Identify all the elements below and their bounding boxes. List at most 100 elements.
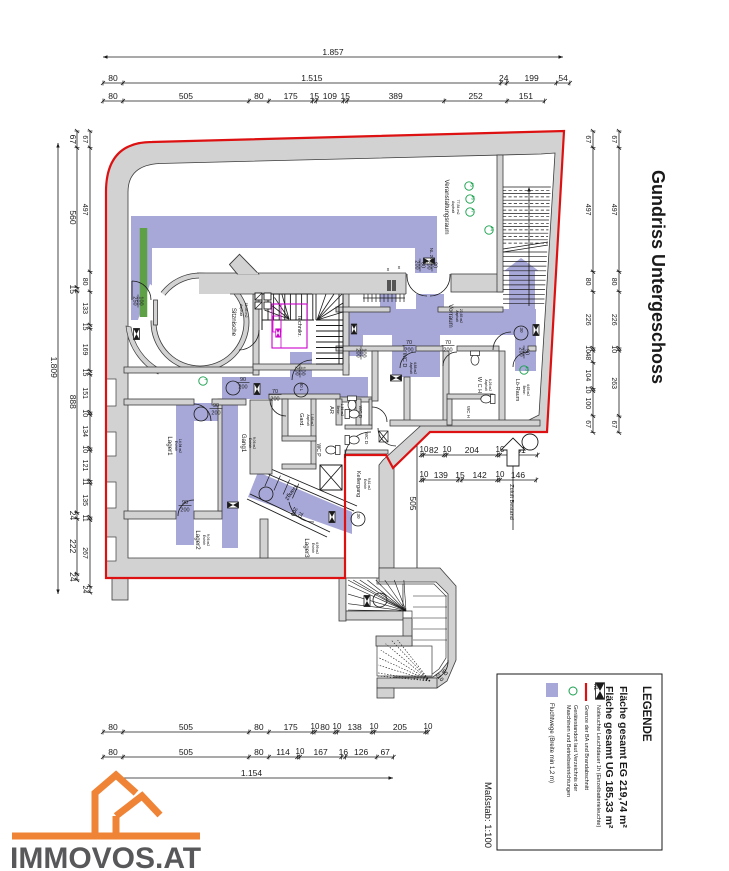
svg-text:15,56 m2: 15,56 m2: [244, 303, 248, 318]
svg-text:Asphalt: Asphalt: [451, 201, 455, 213]
svg-text:10: 10: [296, 747, 305, 756]
svg-text:15: 15: [310, 91, 320, 101]
svg-text:80: 80: [320, 722, 330, 732]
svg-text:151: 151: [519, 91, 533, 101]
svg-text:200: 200: [293, 366, 299, 375]
svg-text:1.809: 1.809: [49, 357, 59, 379]
svg-text:200: 200: [211, 411, 220, 417]
svg-text:Lager2: Lager2: [194, 530, 201, 550]
svg-text:10: 10: [311, 722, 320, 731]
svg-text:Gundriss Untergeschoss: Gundriss Untergeschoss: [648, 170, 668, 384]
svg-text:15: 15: [68, 284, 78, 294]
svg-text:200: 200: [517, 347, 523, 356]
svg-text:6,26 m2: 6,26 m2: [488, 379, 492, 391]
svg-text:80: 80: [254, 722, 264, 732]
svg-text:175: 175: [284, 91, 298, 101]
svg-text:43: 43: [525, 366, 530, 372]
svg-text:90: 90: [440, 669, 449, 678]
svg-text:888: 888: [68, 395, 78, 409]
svg-text:47: 47: [471, 208, 476, 214]
svg-text:45: 45: [470, 182, 475, 188]
svg-text:80: 80: [254, 747, 264, 757]
svg-text:10: 10: [420, 470, 429, 479]
svg-text:15: 15: [455, 470, 465, 480]
svg-text:151: 151: [81, 387, 88, 399]
svg-text:90: 90: [524, 349, 530, 355]
svg-text:252: 252: [469, 91, 483, 101]
svg-text:Zuluft Bestand: Zuluft Bestand: [508, 484, 514, 519]
svg-text:222: 222: [68, 539, 78, 553]
svg-text:67: 67: [81, 135, 88, 143]
svg-text:9,06 m2: 9,06 m2: [206, 534, 210, 546]
svg-text:48: 48: [584, 353, 591, 361]
svg-text:Vorraum: Vorraum: [447, 304, 454, 327]
svg-text:199: 199: [525, 73, 539, 83]
svg-text:24: 24: [68, 511, 78, 521]
svg-text:10: 10: [424, 722, 433, 731]
svg-text:100: 100: [138, 296, 144, 305]
svg-text:9,06 m2: 9,06 m2: [252, 437, 256, 449]
svg-text:Asphalt: Asphalt: [306, 414, 310, 425]
svg-text:80: 80: [81, 278, 88, 286]
svg-text:LEGENDE: LEGENDE: [640, 686, 652, 742]
svg-text:10: 10: [420, 445, 429, 454]
svg-text:9,81 m2: 9,81 m2: [367, 478, 371, 490]
svg-text:226: 226: [610, 314, 617, 326]
svg-text:NL: NL: [592, 684, 598, 691]
svg-text:67: 67: [584, 420, 591, 428]
svg-text:W C H: W C H: [476, 377, 482, 393]
svg-text:23,65 m2: 23,65 m2: [459, 309, 463, 323]
svg-text:200: 200: [404, 348, 413, 354]
svg-text:Sitznische: Sitznische: [230, 308, 237, 337]
svg-text:11: 11: [81, 515, 88, 522]
svg-text:Technikr.: Technikr.: [296, 315, 302, 337]
svg-text:10: 10: [610, 345, 617, 353]
svg-text:80: 80: [432, 262, 438, 268]
svg-text:200: 200: [354, 348, 360, 357]
svg-text:Gerätestandort laut Verzeichni: Gerätestandort laut Verzeichnis der: [572, 705, 578, 791]
svg-text:Fluchtwege (Breite min 1,2 m): Fluchtwege (Breite min 1,2 m): [548, 703, 554, 783]
svg-text:70: 70: [296, 510, 304, 518]
svg-text:Estrich: Estrich: [363, 479, 367, 489]
svg-text:67: 67: [584, 135, 591, 143]
svg-text:4,65 m2: 4,65 m2: [526, 384, 530, 396]
svg-text:4,99 m2: 4,99 m2: [315, 542, 319, 554]
svg-text:24: 24: [68, 572, 78, 582]
svg-text:121: 121: [81, 460, 88, 472]
svg-text:10: 10: [370, 722, 379, 731]
svg-text:505: 505: [179, 91, 193, 101]
svg-text:135: 135: [81, 494, 88, 506]
svg-text:Asphalt: Asphalt: [455, 310, 459, 321]
svg-text:80 L: 80 L: [299, 383, 304, 392]
svg-text:82: 82: [429, 445, 439, 455]
svg-text:226: 226: [584, 314, 591, 326]
svg-text:24: 24: [81, 585, 88, 593]
svg-text:200: 200: [289, 506, 298, 517]
svg-text:Lager3: Lager3: [303, 538, 310, 558]
svg-text:10: 10: [496, 470, 505, 479]
svg-text:104: 104: [584, 370, 591, 382]
svg-text:109: 109: [323, 91, 337, 101]
svg-text:67: 67: [610, 420, 617, 428]
svg-text:126: 126: [354, 747, 368, 757]
svg-text:142: 142: [473, 470, 487, 480]
svg-text:54: 54: [558, 73, 568, 83]
svg-text:80: 80: [108, 747, 118, 757]
svg-text:15: 15: [81, 323, 88, 331]
svg-text:389: 389: [389, 91, 403, 101]
svg-text:67: 67: [68, 135, 78, 145]
svg-text:WC D: WC D: [363, 432, 369, 445]
svg-text:10: 10: [81, 445, 88, 453]
svg-text:16: 16: [339, 747, 349, 757]
svg-text:Notleuchte Leuchtdauer 1h (Ein: Notleuchte Leuchtdauer 1h (Einzelbatteri…: [595, 705, 601, 827]
svg-text:Lager1: Lager1: [166, 436, 173, 456]
svg-text:1.857: 1.857: [322, 47, 344, 57]
svg-text:Asphalt: Asphalt: [484, 379, 488, 390]
svg-text:1.154: 1.154: [241, 768, 263, 778]
svg-text:4,88 m2: 4,88 m2: [413, 362, 417, 374]
svg-text:10: 10: [584, 386, 591, 394]
svg-text:77,84 m2: 77,84 m2: [456, 200, 460, 215]
svg-text:Lö-Raum: Lö-Raum: [514, 379, 520, 402]
svg-text:497: 497: [81, 204, 88, 216]
svg-text:90: 90: [182, 500, 188, 506]
